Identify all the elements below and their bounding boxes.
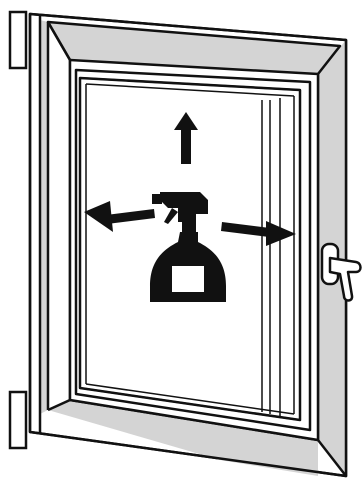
cleaning-direction-arrows: [84, 112, 296, 246]
frame-bottom-reveal: [48, 400, 318, 476]
window-frame-icon: [28, 12, 348, 478]
hinge-top: [8, 10, 28, 70]
handle-lever: [328, 256, 362, 302]
spray-label: [172, 266, 204, 292]
hinge-bottom: [8, 390, 28, 450]
spray-bottle-icon: [150, 192, 226, 302]
frame-top-reveal: [48, 22, 340, 74]
arrow-left-icon: [84, 201, 155, 232]
spray-trigger: [164, 208, 178, 224]
spray-neck: [182, 222, 196, 232]
arrow-up-icon: [174, 112, 198, 164]
frame-left-reveal: [40, 20, 48, 414]
window-handle-icon: [320, 242, 362, 302]
spray-tip: [152, 194, 162, 204]
sash-inner: [74, 68, 312, 432]
window-hinge-icon: [8, 10, 28, 450]
arrow-right-icon: [221, 221, 296, 246]
spray-nozzle: [160, 192, 208, 222]
